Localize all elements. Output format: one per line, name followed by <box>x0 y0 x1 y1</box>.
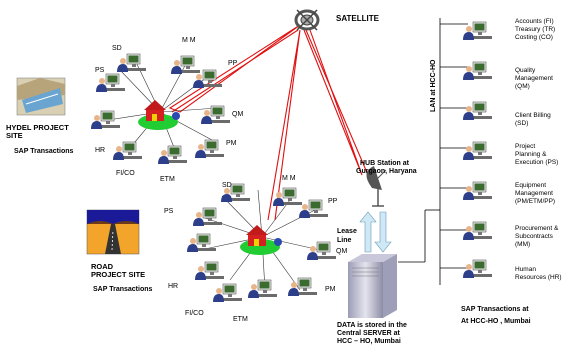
hydel-node-qm: QM <box>232 111 244 118</box>
dept-hr: Human Resources (HR) <box>515 266 562 281</box>
ho-sap-label-1: SAP Transactions at <box>461 306 529 313</box>
road-node-hr: HR <box>168 283 179 290</box>
road-node-ps: PS <box>164 208 174 215</box>
dept-procurement: Procurement & Subcontracts (MM) <box>515 225 559 248</box>
hydel-node-hr: HR <box>95 147 106 154</box>
road-node-mm: M M <box>282 175 296 182</box>
road-node-pp: PP <box>328 198 338 205</box>
road-title-2: PROJECT SITE <box>91 270 146 279</box>
dept-client-billing: Client Billing (SD) <box>515 112 551 127</box>
lan-label: LAN at HCC-HO <box>430 59 437 113</box>
dept-quality: Quality Management (QM) <box>515 67 553 90</box>
hydel-node-mm: M M <box>182 37 196 44</box>
hydel-title-2: SITE <box>6 131 23 140</box>
server-note-3: HCC – HO, Mumbai <box>337 338 401 345</box>
satellite-label: SATELLITE <box>336 14 379 23</box>
ho-workstations <box>462 21 493 279</box>
hydel-node-pp: PP <box>228 60 238 67</box>
hydel-sap-label: SAP Transactions <box>14 148 74 155</box>
dept-equipment: Equipment Management (PM/ETM/PP) <box>515 182 556 205</box>
lan-bus <box>398 18 468 285</box>
server-note-1: DATA is stored in the <box>337 322 407 329</box>
hydel-cluster <box>90 53 231 165</box>
satellite-icon <box>294 9 320 31</box>
hydel-dam-image <box>16 77 66 116</box>
hydel-node-ps: PS <box>95 67 105 74</box>
road-node-etm: ETM <box>233 316 248 323</box>
ho-sap-label-2: At HCC-HO , Mumbai <box>461 318 531 325</box>
hydel-node-sd: SD <box>112 45 122 52</box>
hydel-node-etm: ETM <box>160 176 175 183</box>
dept-accounts: Accounts (FI) Treasury (TR) Costing (CO) <box>515 18 556 41</box>
hydel-node-fico: FI/CO <box>116 170 135 177</box>
dept-project-planning: Project Planning & Execution (PS) <box>515 143 559 166</box>
hydel-node-pm: PM <box>226 140 237 147</box>
server-note-2: Central SERVER at <box>337 330 400 337</box>
hub-dish-icon <box>366 166 387 207</box>
hydel-title-1: HYDEL PROJECT <box>6 123 69 132</box>
central-server-icon <box>348 254 397 318</box>
road-cluster <box>186 183 337 303</box>
road-node-sd: SD <box>222 182 232 189</box>
lease-line-arrows <box>359 211 392 253</box>
road-node-qm: QM <box>336 248 348 255</box>
road-node-pm: PM <box>325 286 336 293</box>
road-sap-label: SAP Transactions <box>93 286 153 293</box>
road-image <box>86 209 140 255</box>
road-node-fico: FI/CO <box>185 310 204 317</box>
hub-label-2: Gurgaon, Haryana <box>356 168 417 175</box>
lease-line-label-2: Line <box>337 237 352 244</box>
wireless-links <box>168 24 369 221</box>
hub-label-1: HUB Station at <box>360 160 409 167</box>
lease-line-label-1: Lease <box>337 228 357 235</box>
road-title-1: ROAD <box>91 262 114 271</box>
